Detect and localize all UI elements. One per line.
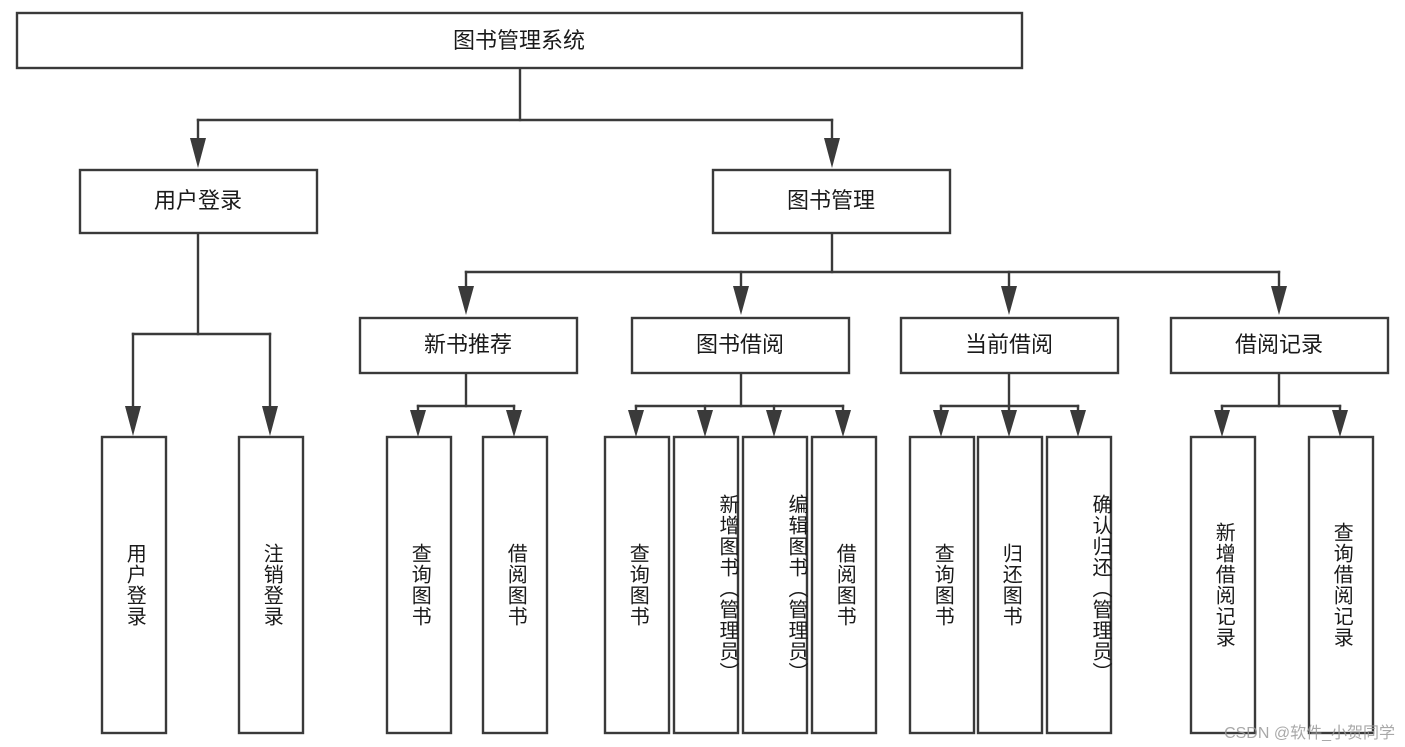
arrow-head-icon: [1332, 410, 1348, 437]
node-box-leaf-user-login[interactable]: [100, 435, 168, 735]
node-label: 当前借阅: [965, 332, 1053, 357]
node-box-leaf-return-book[interactable]: [976, 435, 1044, 735]
node-label: 新书推荐: [424, 332, 512, 357]
node-box[interactable]: [78, 168, 319, 235]
node-book-manage[interactable]: 图书管理: [711, 168, 952, 235]
arrow-head-icon: [1001, 286, 1017, 315]
arrow-head-icon: [125, 406, 141, 436]
arrow-head-icon: [933, 410, 949, 437]
arrow-head-icon: [506, 410, 522, 437]
node-label: 图书借阅: [696, 332, 784, 357]
arrow-head-icon: [1214, 410, 1230, 437]
connector-currentborrow-to-leaves: [933, 371, 1086, 437]
node-box-leaf-borrow-book-2[interactable]: [810, 435, 878, 735]
arrow-head-icon: [733, 286, 749, 315]
node-box-leaf-add-book[interactable]: [672, 435, 740, 735]
node-new-book-recommend[interactable]: 新书推荐: [358, 316, 579, 375]
node-box-leaf-query-book-3[interactable]: [908, 435, 976, 735]
arrow-head-icon: [190, 138, 206, 168]
node-label: 借阅记录: [1235, 332, 1323, 357]
connector-root-to-level2: [190, 66, 840, 168]
node-label: 图书管理: [787, 188, 875, 213]
arrow-head-icon: [835, 410, 851, 437]
node-label: 图书管理系统: [453, 28, 585, 53]
arrow-head-icon: [410, 410, 426, 437]
arrow-head-icon: [766, 410, 782, 437]
arrow-head-icon: [458, 286, 474, 315]
node-box-leaf-add-record[interactable]: [1189, 435, 1257, 735]
node-box-leaf-user-logout[interactable]: [237, 435, 305, 735]
watermark-text: CSDN @软件_小贺同学: [1224, 725, 1395, 742]
arrow-head-icon: [1271, 286, 1287, 315]
node-label: 用户登录: [154, 188, 242, 213]
node-book-borrow[interactable]: 图书借阅: [630, 316, 851, 375]
arrow-head-icon: [1001, 410, 1017, 437]
arrow-head-icon: [262, 406, 278, 436]
node-box[interactable]: [358, 316, 579, 375]
node-box-leaf-query-book-1[interactable]: [385, 435, 453, 735]
arrow-head-icon: [1070, 410, 1086, 437]
node-box[interactable]: [899, 316, 1120, 375]
node-user-login[interactable]: 用户登录: [78, 168, 319, 235]
node-box-leaf-borrow-book-1[interactable]: [481, 435, 549, 735]
arrow-head-icon: [628, 410, 644, 437]
connector-bookborrow-to-leaves: [628, 371, 851, 437]
node-box-leaf-confirm-return[interactable]: [1045, 435, 1113, 735]
node-box[interactable]: [15, 11, 1024, 70]
connector-borrowrecord-to-leaves: [1214, 371, 1348, 437]
connector-userlogin-to-leaves: [125, 231, 278, 436]
connector-bookmanage-to-level3: [458, 231, 1287, 315]
node-root[interactable]: 图书管理系统: [15, 11, 1024, 70]
node-box-leaf-query-record[interactable]: [1307, 435, 1375, 735]
node-borrow-record[interactable]: 借阅记录: [1169, 316, 1390, 375]
node-box[interactable]: [711, 168, 952, 235]
node-current-borrow[interactable]: 当前借阅: [899, 316, 1120, 375]
connector-newbook-to-leaves: [410, 371, 522, 437]
node-box-leaf-edit-book[interactable]: [741, 435, 809, 735]
arrow-head-icon: [824, 138, 840, 168]
arrow-head-icon: [697, 410, 713, 437]
node-box-leaf-query-book-2[interactable]: [603, 435, 671, 735]
node-box[interactable]: [630, 316, 851, 375]
node-box[interactable]: [1169, 316, 1390, 375]
leaf-boxes-group: [100, 435, 1375, 735]
